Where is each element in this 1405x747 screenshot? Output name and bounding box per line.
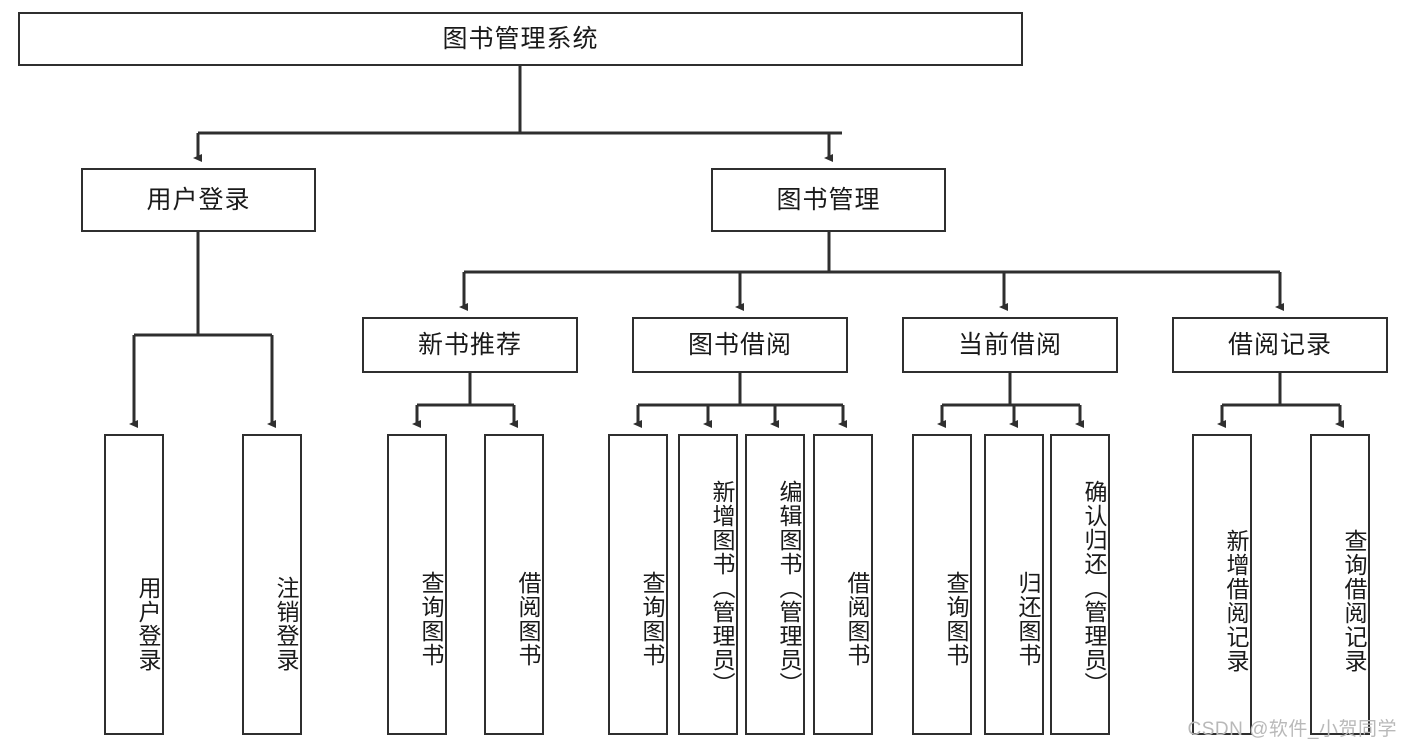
node-leaf-borrow-book-rec[interactable]: 借阅图书: [484, 434, 544, 735]
node-root[interactable]: 图书管理系统: [18, 12, 1023, 66]
node-leaf-add-book-admin-label: 新增图书（管理员）: [709, 479, 735, 696]
node-leaf-borrow-book-rec-label: 借阅图书: [515, 570, 541, 667]
node-leaf-user-login-label: 用户登录: [135, 575, 161, 672]
node-leaf-user-logout[interactable]: 注销登录: [242, 434, 302, 735]
node-current-borrow-label: 当前借阅: [957, 331, 1062, 359]
node-current-borrow[interactable]: 当前借阅: [902, 317, 1118, 373]
node-leaf-edit-book-admin[interactable]: 编辑图书（管理员）: [745, 434, 805, 735]
node-new-book-rec-label: 新书推荐: [417, 331, 522, 359]
node-leaf-edit-book-admin-label: 编辑图书（管理员）: [776, 479, 802, 696]
node-leaf-query-book-current-label: 查询图书: [943, 570, 969, 667]
node-leaf-query-borrow-record-label: 查询借阅记录: [1341, 528, 1367, 673]
node-borrow-record[interactable]: 借阅记录: [1172, 317, 1388, 373]
node-leaf-borrow-book-borrow[interactable]: 借阅图书: [813, 434, 873, 735]
node-book-manage[interactable]: 图书管理: [711, 168, 946, 232]
node-leaf-return-book-label: 归还图书: [1015, 570, 1041, 667]
node-leaf-add-borrow-record-label: 新增借阅记录: [1223, 528, 1249, 673]
node-leaf-query-borrow-record[interactable]: 查询借阅记录: [1310, 434, 1370, 735]
node-leaf-query-book-borrow[interactable]: 查询图书: [608, 434, 668, 735]
node-leaf-return-book[interactable]: 归还图书: [984, 434, 1044, 735]
node-leaf-user-logout-label: 注销登录: [273, 575, 299, 672]
watermark-text: CSDN @软件_小贺同学: [1187, 719, 1397, 740]
node-user-login[interactable]: 用户登录: [81, 168, 316, 232]
node-leaf-confirm-return-admin[interactable]: 确认归还（管理员）: [1050, 434, 1110, 735]
node-leaf-user-login[interactable]: 用户登录: [104, 434, 164, 735]
node-leaf-confirm-return-admin-label: 确认归还（管理员）: [1081, 479, 1107, 696]
node-book-borrow[interactable]: 图书借阅: [632, 317, 848, 373]
node-leaf-query-book-borrow-label: 查询图书: [639, 570, 665, 667]
node-leaf-borrow-book-borrow-label: 借阅图书: [844, 570, 870, 667]
node-root-label: 图书管理系统: [442, 25, 599, 53]
node-borrow-record-label: 借阅记录: [1227, 331, 1332, 359]
node-leaf-add-borrow-record[interactable]: 新增借阅记录: [1192, 434, 1252, 735]
node-leaf-add-book-admin[interactable]: 新增图书（管理员）: [678, 434, 738, 735]
node-leaf-query-book-rec[interactable]: 查询图书: [387, 434, 447, 735]
node-new-book-rec[interactable]: 新书推荐: [362, 317, 578, 373]
node-leaf-query-book-rec-label: 查询图书: [418, 570, 444, 667]
node-leaf-query-book-current[interactable]: 查询图书: [912, 434, 972, 735]
node-book-borrow-label: 图书借阅: [687, 331, 792, 359]
node-book-manage-label: 图书管理: [776, 186, 881, 214]
node-user-login-label: 用户登录: [146, 186, 251, 214]
